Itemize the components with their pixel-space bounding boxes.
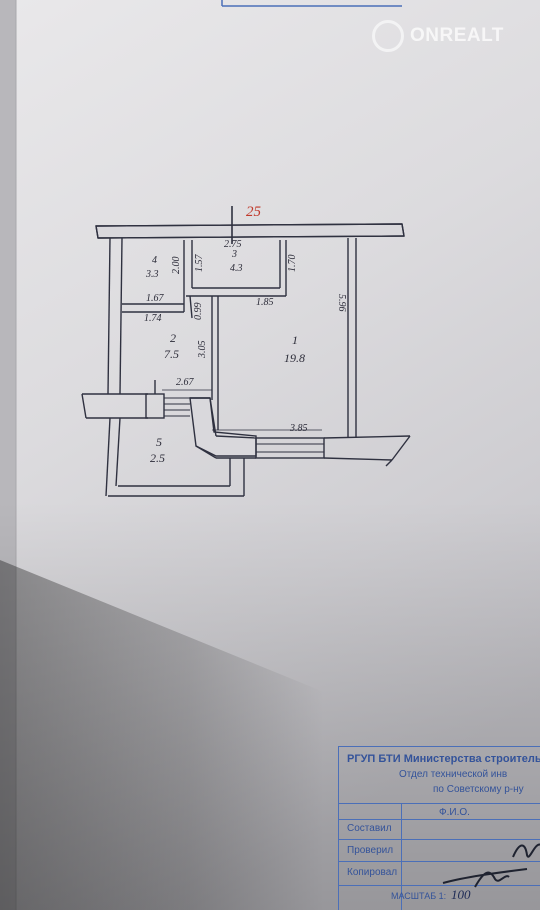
dim-2-67: 2.67 bbox=[176, 377, 194, 388]
stamp-divider bbox=[339, 885, 540, 886]
dim-0-99: 0.99 bbox=[193, 302, 204, 321]
room-2-number: 2 bbox=[170, 331, 176, 345]
stamp-row-compiled: Составил bbox=[347, 823, 392, 834]
room-2-area: 7.5 bbox=[164, 347, 179, 361]
dim-2-75: 2.75 bbox=[224, 239, 242, 250]
stamp-row-copied: Копировал bbox=[347, 867, 398, 878]
dim-1-67: 1.67 bbox=[146, 293, 164, 304]
stamp-org: РГУП БТИ Министерства строительс bbox=[347, 753, 540, 765]
stamp-divider bbox=[339, 839, 540, 840]
north-mark-label: 25 bbox=[246, 204, 261, 220]
stamp-row-checked: Проверил bbox=[347, 845, 394, 856]
stamp-fio-header: Ф.И.О. bbox=[439, 807, 470, 818]
bti-stamp: РГУП БТИ Министерства строительс Отдел т… bbox=[338, 746, 540, 910]
room-3-area: 4.3 bbox=[230, 263, 243, 274]
dim-5-96: 5.96 bbox=[336, 294, 347, 312]
room-3-number: 3 bbox=[232, 249, 237, 260]
room-5-area: 2.5 bbox=[150, 451, 165, 465]
location-pin-icon bbox=[372, 20, 404, 52]
dim-3-85: 3.85 bbox=[290, 423, 308, 434]
stamp-col-divider bbox=[401, 803, 402, 910]
dim-1-74: 1.74 bbox=[144, 313, 162, 324]
signature bbox=[442, 843, 540, 888]
watermark-logo: ONREALT bbox=[372, 20, 504, 52]
dim-1-85: 1.85 bbox=[256, 297, 274, 308]
stamp-scale-label: МАСШТАБ 1: bbox=[391, 891, 447, 901]
stamp-district: по Советскому р-ну bbox=[433, 784, 524, 795]
room-5-number: 5 bbox=[156, 435, 162, 449]
watermark-brand: ONREALT bbox=[410, 25, 504, 46]
room-4-area: 3.3 bbox=[146, 269, 159, 280]
room-4-number: 4 bbox=[152, 255, 157, 266]
room-1-area: 19.8 bbox=[284, 351, 305, 365]
dim-1-57: 1.57 bbox=[194, 254, 205, 273]
stamp-dept: Отдел технической инв bbox=[399, 769, 508, 780]
stamp-divider bbox=[339, 819, 540, 820]
stamp-divider bbox=[339, 803, 540, 804]
dim-3-05: 3.05 bbox=[197, 340, 208, 359]
stamp-divider bbox=[339, 861, 540, 862]
floor-plan bbox=[81, 206, 411, 497]
stamp-scale-value: 100 bbox=[451, 887, 471, 902]
dim-1-70: 1.70 bbox=[287, 254, 298, 273]
dim-2-00: 2.00 bbox=[171, 256, 182, 275]
room-1-number: 1 bbox=[292, 333, 298, 347]
